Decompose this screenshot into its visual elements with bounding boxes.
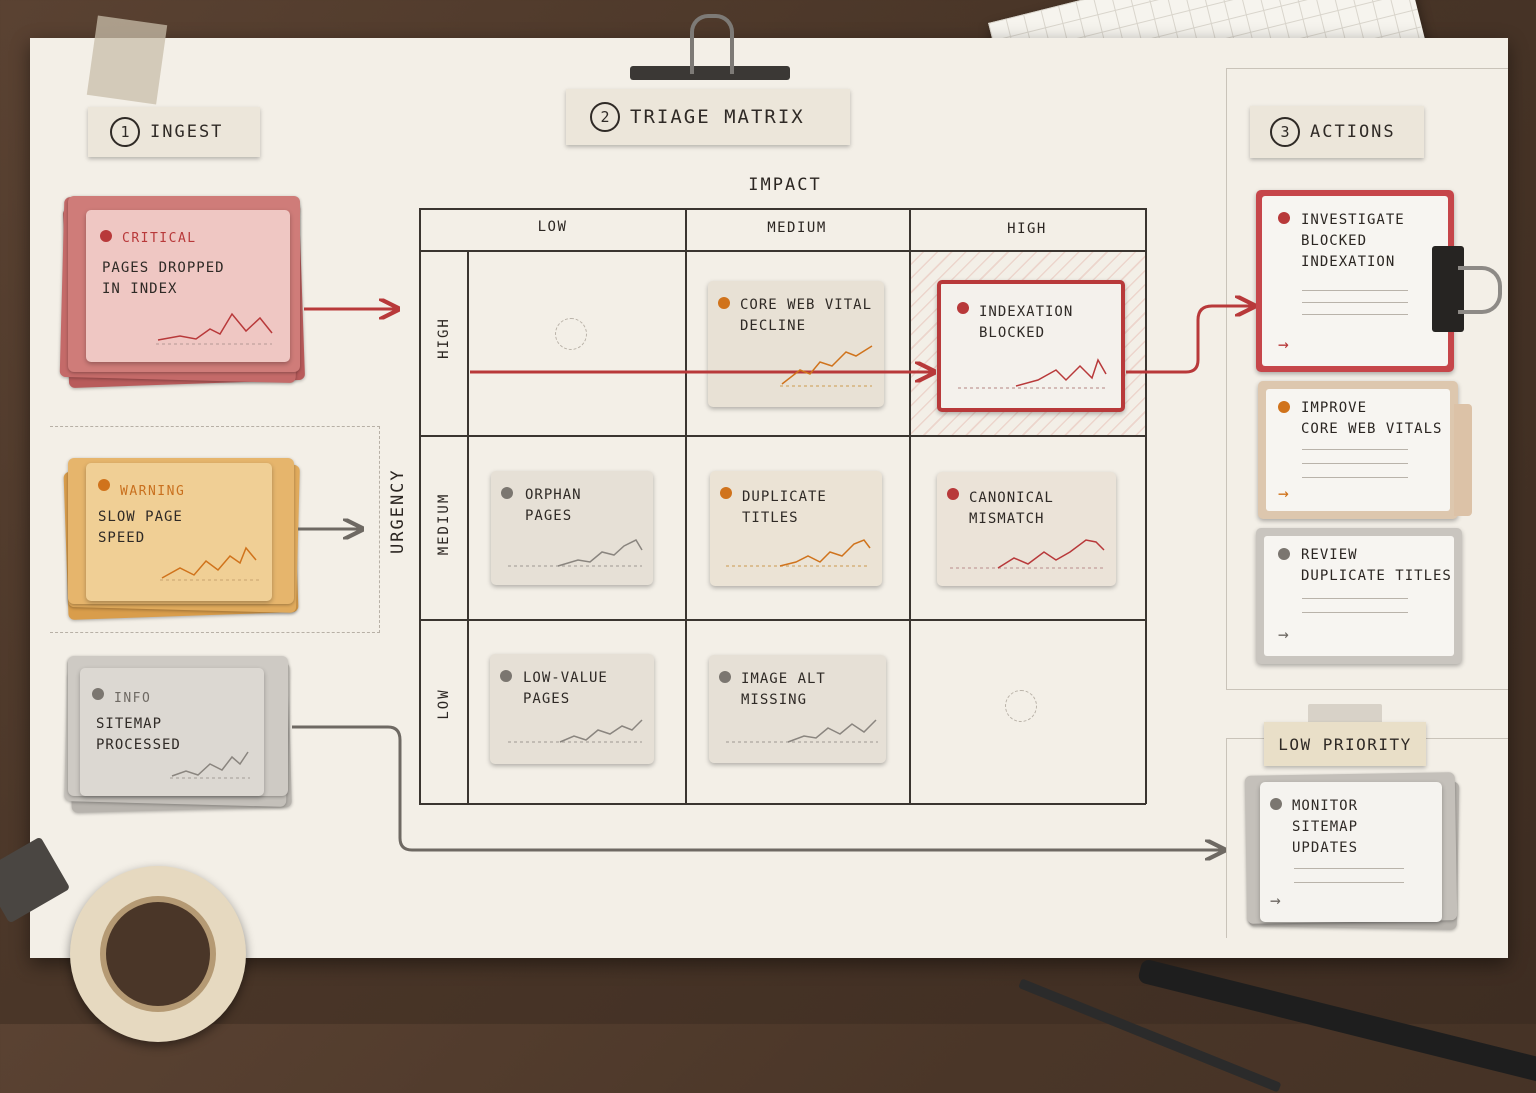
status-dot xyxy=(1278,212,1290,224)
tab-marker xyxy=(1454,404,1472,516)
action-title: REVIEW DUPLICATE TITLES xyxy=(1301,547,1452,584)
matrix-card-indexation-blocked[interactable]: INDEXATION BLOCKED xyxy=(937,280,1125,412)
section-title: ACTIONS xyxy=(1310,122,1396,142)
action-card-investigate[interactable]: INVESTIGATE BLOCKED INDEXATION → xyxy=(1256,190,1454,372)
card-title: MONITOR SITEMAP UPDATES xyxy=(1292,798,1359,856)
arrow-info-to-low-priority xyxy=(292,725,1222,850)
matrix-card-orphan-pages[interactable]: ORPHAN PAGES xyxy=(491,471,653,585)
ingest-dashed-divider xyxy=(50,426,380,633)
status-dot xyxy=(1270,798,1282,810)
ingest-card-info[interactable]: INFO SITEMAP PROCESSED xyxy=(80,668,264,796)
impact-axis-title: IMPACT xyxy=(748,175,822,195)
section-title: LOW PRIORITY xyxy=(1278,734,1412,754)
critical-status-dot xyxy=(100,230,112,242)
sparkline-core-web-vital xyxy=(780,345,873,387)
sparkline-critical xyxy=(156,312,273,345)
status-dot xyxy=(719,671,731,683)
action-title: INVESTIGATE BLOCKED INDEXATION xyxy=(1301,212,1405,270)
status-dot xyxy=(501,487,513,499)
section-title: INGEST xyxy=(150,122,224,142)
severity-label: CRITICAL xyxy=(122,231,197,246)
arrow-right-icon: → xyxy=(1278,483,1289,504)
section-label-low-priority: LOW PRIORITY xyxy=(1264,722,1426,766)
tape-roll xyxy=(70,866,246,1042)
low-priority-card-monitor[interactable]: MONITOR SITEMAP UPDATES → xyxy=(1260,782,1442,922)
section-title: TRIAGE MATRIX xyxy=(630,106,805,128)
sparkline-duplicate-titles xyxy=(726,539,871,567)
ingest-card-warning[interactable]: WARNING SLOW PAGE SPEED xyxy=(86,463,272,601)
matrix-card-image-alt-missing[interactable]: IMAGE ALT MISSING xyxy=(709,655,886,763)
card-title: IMAGE ALT MISSING xyxy=(741,671,826,708)
ingest-card-critical[interactable]: CRITICAL PAGES DROPPED IN INDEX xyxy=(86,210,290,362)
sparkline-info xyxy=(170,751,250,779)
card-title: SITEMAP PROCESSED xyxy=(96,716,181,753)
sparkline-indexation xyxy=(958,358,1107,389)
status-dot xyxy=(1278,548,1290,560)
status-dot xyxy=(957,302,969,314)
low-priority-clip-icon xyxy=(1308,704,1382,726)
status-dot xyxy=(947,488,959,500)
info-status-dot xyxy=(92,688,104,700)
card-title: LOW-VALUE PAGES xyxy=(523,670,608,707)
card-title: ORPHAN PAGES xyxy=(525,487,582,524)
sparkline-image-alt xyxy=(726,719,878,743)
binder-clip-icon xyxy=(630,14,790,86)
card-title: CANONICAL MISMATCH xyxy=(969,490,1054,527)
actions-bracket xyxy=(1226,68,1508,690)
card-title: PAGES DROPPED IN INDEX xyxy=(102,260,225,297)
severity-label: WARNING xyxy=(120,484,186,499)
binder-clip-icon xyxy=(1432,246,1502,332)
status-dot xyxy=(720,487,732,499)
matrix-card-canonical-mismatch[interactable]: CANONICAL MISMATCH xyxy=(937,472,1116,586)
column-header-medium: MEDIUM xyxy=(767,220,827,236)
arrow-blocked-to-actions xyxy=(1126,306,1252,374)
card-title: SLOW PAGE SPEED xyxy=(98,509,183,546)
matrix-card-low-value-pages[interactable]: LOW-VALUE PAGES xyxy=(490,654,654,764)
arrow-right-icon: → xyxy=(1278,334,1289,355)
action-title: IMPROVE CORE WEB VITALS xyxy=(1301,400,1443,437)
action-card-improve[interactable]: IMPROVE CORE WEB VITALS → xyxy=(1258,381,1458,519)
card-title: INDEXATION BLOCKED xyxy=(979,304,1074,341)
warning-status-dot xyxy=(98,479,110,491)
section-label-actions: 3 ACTIONS xyxy=(1250,106,1424,158)
empty-cell-marker xyxy=(555,318,587,350)
column-header-low: LOW xyxy=(537,219,568,235)
step-number: 1 xyxy=(110,117,140,147)
matrix-card-core-web-vital[interactable]: CORE WEB VITAL DECLINE xyxy=(708,281,884,407)
action-card-review[interactable]: REVIEW DUPLICATE TITLES → xyxy=(1256,528,1462,664)
status-dot xyxy=(1278,401,1290,413)
column-header-high: HIGH xyxy=(1007,221,1047,237)
step-number: 2 xyxy=(590,102,620,132)
sparkline-warning xyxy=(160,546,262,581)
matrix-card-duplicate-titles[interactable]: DUPLICATE TITLES xyxy=(710,471,882,586)
severity-label: INFO xyxy=(114,691,152,706)
status-dot xyxy=(718,297,730,309)
card-title: CORE WEB VITAL DECLINE xyxy=(740,297,873,334)
arrow-right-icon: → xyxy=(1270,890,1282,911)
empty-cell-marker xyxy=(1005,690,1037,722)
sparkline-low-value xyxy=(508,719,643,743)
step-number: 3 xyxy=(1270,117,1300,147)
card-title: DUPLICATE TITLES xyxy=(742,489,827,526)
status-dot xyxy=(500,670,512,682)
section-label-triage: 2 TRIAGE MATRIX xyxy=(566,89,850,145)
sparkline-canonical xyxy=(950,539,1105,569)
diagram-overlay xyxy=(156,0,1536,1024)
sparkline-orphan xyxy=(508,539,643,567)
section-label-ingest: 1 INGEST xyxy=(88,107,260,157)
arrow-right-icon: → xyxy=(1278,624,1289,645)
